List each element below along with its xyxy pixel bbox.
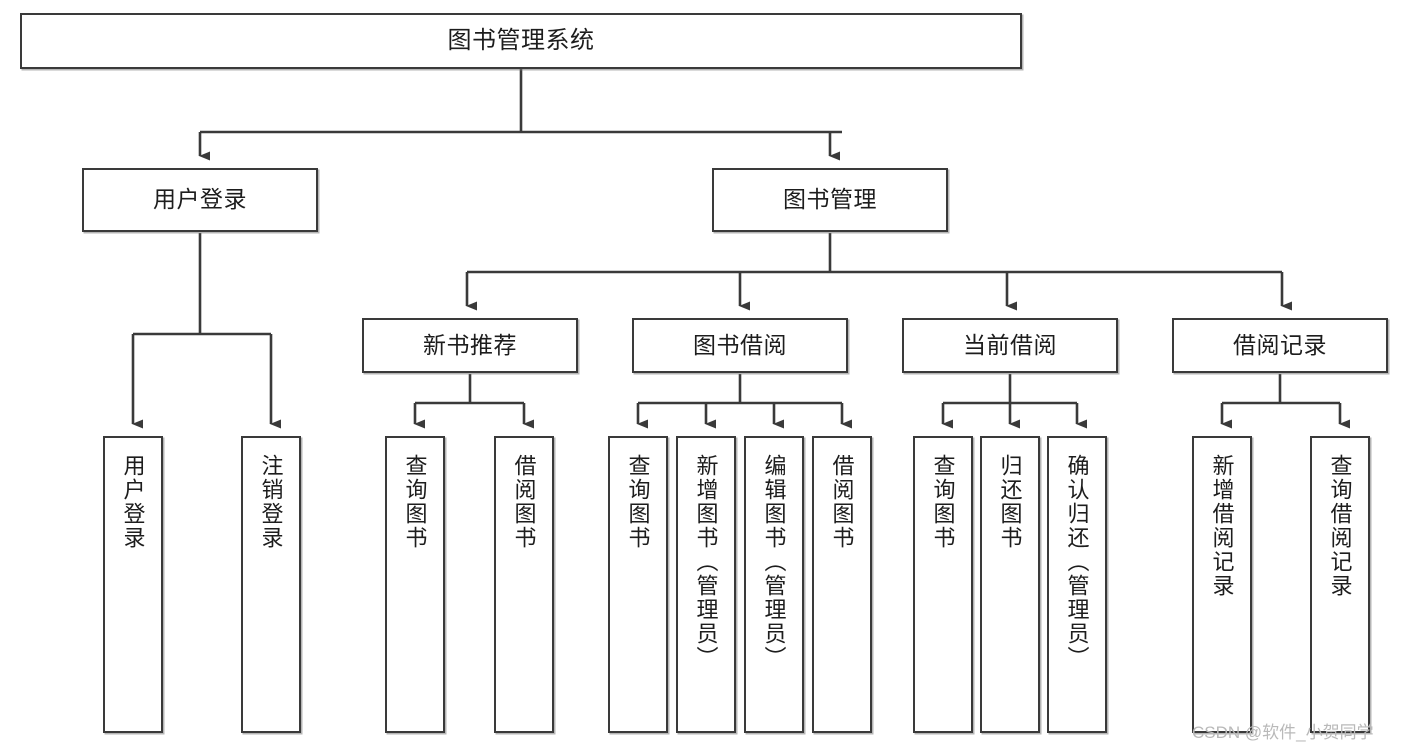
node-label: 借阅图书	[511, 454, 537, 550]
leaf-user-logout[interactable]: 注销登录	[241, 436, 301, 733]
node-label: 查询图书	[625, 454, 651, 550]
csdn-watermark: CSDN @软件_小贺同学	[1192, 723, 1374, 742]
node-label: 当前借阅	[963, 331, 1057, 358]
leaf-confirm-return-admin[interactable]: 确认归还（管理员）	[1047, 436, 1107, 733]
leaf-query-borrow-record[interactable]: 查询借阅记录	[1310, 436, 1370, 733]
node-new-book-recommend[interactable]: 新书推荐	[362, 318, 578, 373]
node-label: 确认归还（管理员）	[1064, 454, 1090, 670]
node-label: 新书推荐	[423, 331, 517, 358]
node-label: 新增借阅记录	[1209, 454, 1235, 598]
node-current-borrow[interactable]: 当前借阅	[902, 318, 1118, 373]
node-user-login[interactable]: 用户登录	[82, 168, 318, 232]
node-book-management[interactable]: 图书管理	[712, 168, 948, 232]
node-label: 新增图书（管理员）	[693, 454, 719, 670]
leaf-borrow-book-recommend[interactable]: 借阅图书	[494, 436, 554, 733]
leaf-query-book-borrow[interactable]: 查询图书	[608, 436, 668, 733]
node-label: 图书管理	[783, 186, 877, 213]
node-label: 编辑图书（管理员）	[761, 454, 787, 670]
node-label: 归还图书	[997, 454, 1023, 550]
node-root-book-management-system[interactable]: 图书管理系统	[20, 13, 1022, 69]
leaf-add-book-admin[interactable]: 新增图书（管理员）	[676, 436, 736, 733]
node-label: 注销登录	[258, 454, 284, 550]
node-label: 查询图书	[402, 454, 428, 550]
leaf-return-book[interactable]: 归还图书	[980, 436, 1040, 733]
node-label: 用户登录	[120, 454, 146, 550]
leaf-query-book-recommend[interactable]: 查询图书	[385, 436, 445, 733]
leaf-add-borrow-record[interactable]: 新增借阅记录	[1192, 436, 1252, 733]
node-label: 图书借阅	[693, 331, 787, 358]
node-label: 查询借阅记录	[1327, 454, 1353, 598]
node-book-borrow[interactable]: 图书借阅	[632, 318, 848, 373]
leaf-borrow-book[interactable]: 借阅图书	[812, 436, 872, 733]
node-label: 借阅记录	[1233, 331, 1327, 358]
node-borrow-record[interactable]: 借阅记录	[1172, 318, 1388, 373]
leaf-user-login[interactable]: 用户登录	[103, 436, 163, 733]
node-label: 图书管理系统	[447, 26, 595, 54]
node-label: 借阅图书	[829, 454, 855, 550]
leaf-edit-book-admin[interactable]: 编辑图书（管理员）	[744, 436, 804, 733]
node-label: 查询图书	[930, 454, 956, 550]
leaf-query-book-current[interactable]: 查询图书	[913, 436, 973, 733]
node-label: 用户登录	[153, 186, 247, 213]
